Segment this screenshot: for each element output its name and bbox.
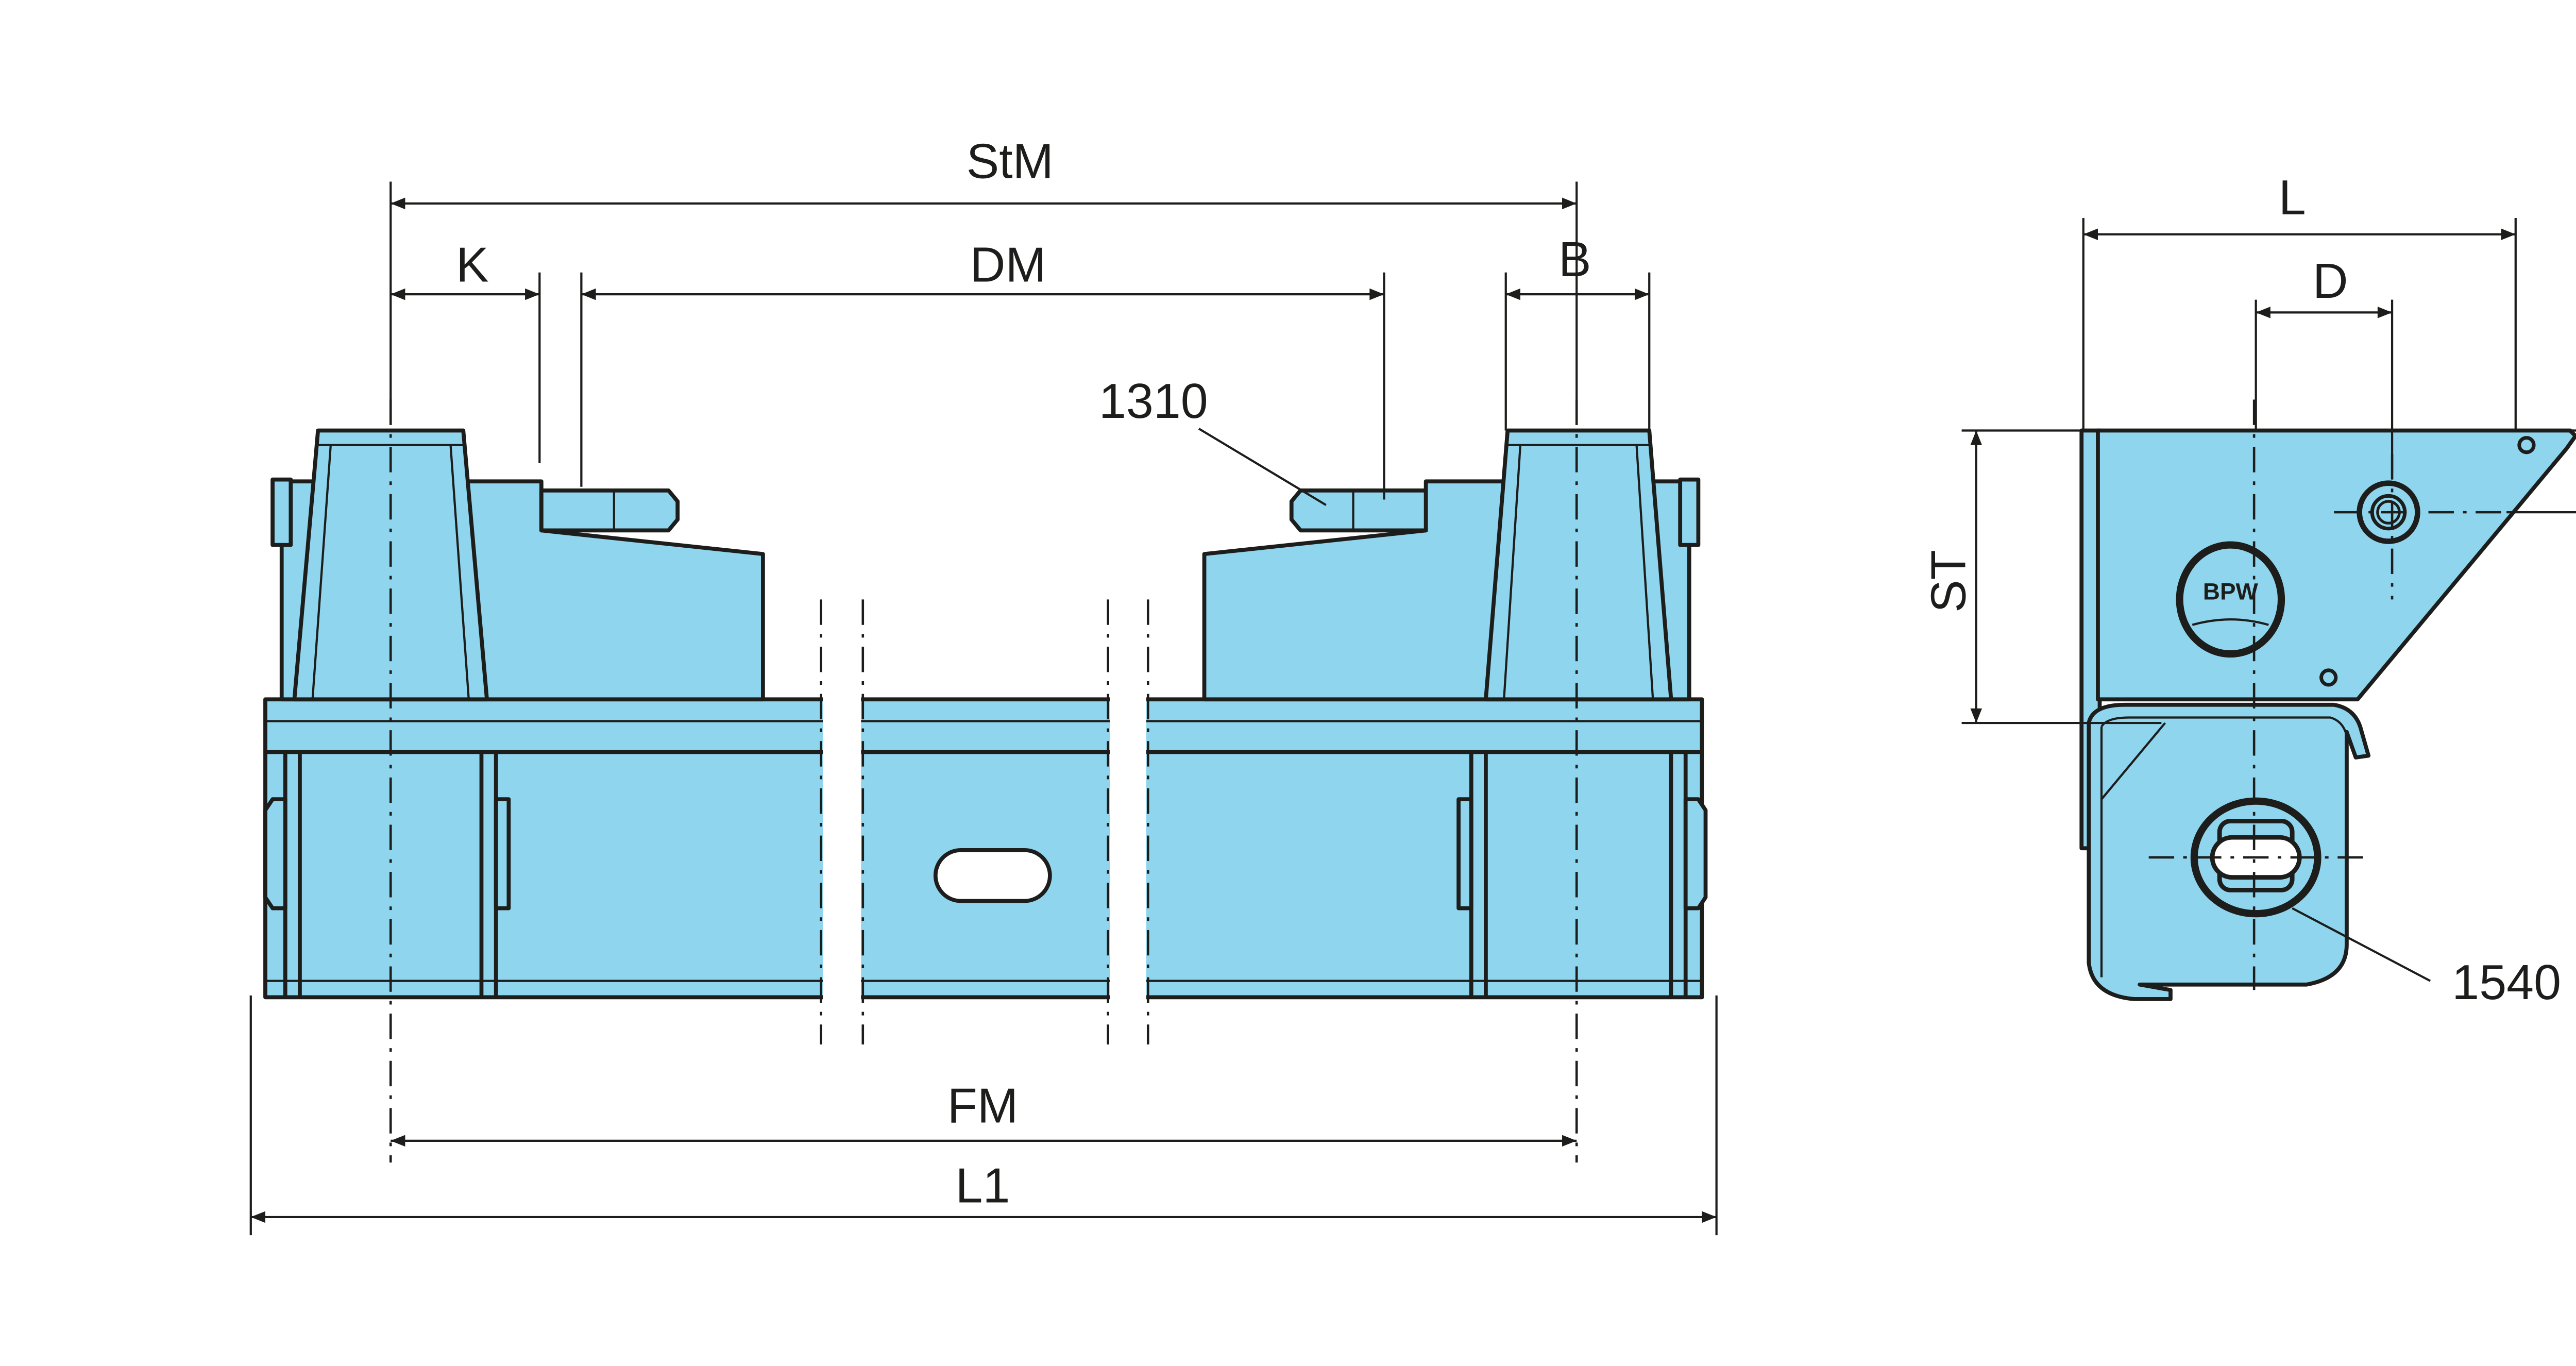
callout-1310: 1310: [1099, 374, 1208, 429]
callout-1540: 1540: [2452, 955, 2561, 1010]
dim-label-l1: L1: [956, 1159, 1010, 1213]
beam-slot: [933, 848, 1052, 903]
dim-label-b: B: [1558, 232, 1591, 287]
dim-label-fm: FM: [947, 1079, 1018, 1134]
side-view: BPW L D ST F 1540: [1922, 171, 2576, 1010]
right-bracket: [1202, 428, 1701, 702]
vertical-plates: [263, 752, 1708, 998]
eccentric-washer-1540: [2190, 797, 2321, 918]
logo-emblem: [2176, 541, 2285, 658]
dim-label-st: ST: [1922, 550, 1976, 613]
dim-label-dm: DM: [970, 238, 1046, 292]
dim-label-d: D: [2313, 254, 2348, 309]
left-bracket: [270, 428, 765, 702]
dim-label-k: K: [456, 238, 488, 292]
dim-label-stm: StM: [967, 134, 1054, 189]
logo-text: BPW: [2203, 578, 2259, 604]
bracket-plate: [2096, 428, 2576, 702]
front-view: StM K DM B FM L1 1310: [249, 134, 1718, 1236]
dim-label-l: L: [2279, 171, 2306, 225]
bolt-1310-left: [539, 488, 680, 533]
